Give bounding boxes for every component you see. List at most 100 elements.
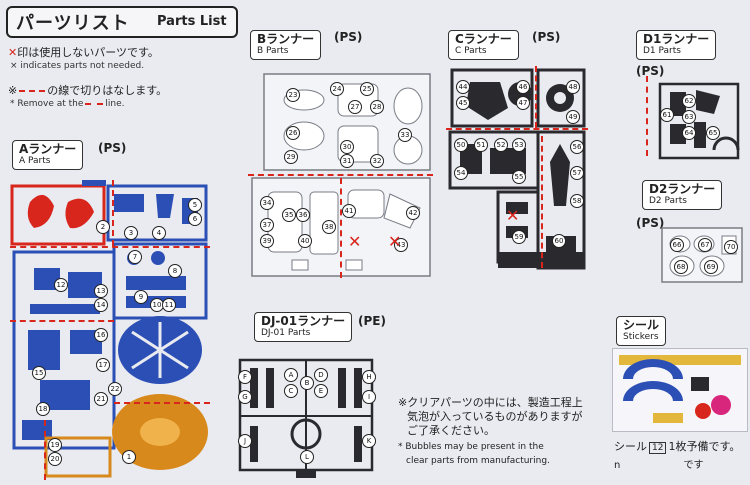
part-number: 46 (516, 80, 530, 94)
part-number: H (362, 370, 376, 384)
part-number: I (362, 390, 376, 404)
part-number: J (238, 434, 252, 448)
part-number: 68 (674, 260, 688, 274)
part-number: 27 (348, 100, 362, 114)
runner-d1-art (658, 82, 740, 160)
part-number: E (314, 384, 328, 398)
runner-c-label: Cランナー C Parts (448, 30, 519, 60)
part-number: 32 (370, 154, 384, 168)
page-title-jp: パーツリスト (16, 13, 130, 34)
part-number: D (314, 368, 328, 382)
runner-d2-art (661, 227, 743, 283)
part-number: L (300, 450, 314, 464)
part-number: 70 (724, 240, 738, 254)
cut-line (248, 174, 433, 176)
part-number: C (284, 384, 298, 398)
runner-d2-label: D2ランナー D2 Parts (642, 180, 723, 210)
part-number: 34 (260, 196, 274, 210)
part-number: 18 (36, 402, 50, 416)
part-number: 40 (298, 234, 312, 248)
part-number: 57 (570, 166, 584, 180)
runner-c-diagram: 44 45 46 47 48 49 50 51 52 53 54 55 56 5… (446, 66, 588, 276)
part-number: 62 (682, 94, 696, 108)
sticker-sheet (612, 348, 748, 432)
cut-line (114, 402, 210, 404)
part-number: 8 (168, 264, 182, 278)
cut-line (535, 66, 537, 128)
part-number: 19 (48, 438, 62, 452)
cut-line (541, 136, 543, 268)
runner-d1-material: (PS) (636, 64, 665, 78)
part-number: G (238, 390, 252, 404)
runner-b-label: Bランナー B Parts (250, 30, 322, 60)
cut-line (10, 320, 114, 322)
part-number: 26 (286, 126, 300, 140)
part-number: 52 (494, 138, 508, 152)
part-number: 9 (134, 290, 148, 304)
clear-parts-note: ※クリアパーツの中には、製造工程上 気泡が入っているものがありますが ご了承くだ… (398, 396, 583, 466)
part-number: 22 (108, 382, 122, 396)
part-number: 42 (406, 206, 420, 220)
part-number: 44 (456, 80, 470, 94)
part-number: 38 (322, 220, 336, 234)
sticker-note-en: n です (614, 460, 704, 471)
sticker-label: シール Stickers (616, 316, 667, 346)
runner-dj-diagram: A B C D E F G H I J K L (236, 356, 376, 480)
part-number: 25 (360, 82, 374, 96)
part-number: 66 (670, 238, 684, 252)
runner-d1-diagram: 61 62 63 64 65 (646, 76, 742, 166)
part-number: 23 (286, 88, 300, 102)
x-mark-icon: ✕ (8, 46, 18, 59)
runner-dj-material: (PE) (358, 314, 386, 328)
part-number: 49 (566, 110, 580, 124)
sticker-art (619, 355, 741, 423)
legend-x-line: ✕印は使用しないパーツです。 (8, 46, 159, 59)
runner-d2-material: (PS) (636, 216, 665, 230)
runner-d2-diagram: 66 67 68 69 70 (660, 226, 744, 286)
part-number: 51 (474, 138, 488, 152)
part-number: 58 (570, 194, 584, 208)
part-number: 12 (54, 278, 68, 292)
part-number: A (284, 368, 298, 382)
part-number: 24 (330, 82, 344, 96)
part-number: 37 (260, 218, 274, 232)
part-number: 48 (566, 80, 580, 94)
part-number: 7 (128, 250, 142, 264)
part-number: 39 (260, 234, 274, 248)
part-number: 16 (94, 328, 108, 342)
part-number: 13 (94, 284, 108, 298)
part-number: 69 (704, 260, 718, 274)
part-number: 15 (32, 366, 46, 380)
runner-b-diagram: 23 24 25 26 27 28 29 30 31 32 33 34 35 3… (248, 70, 433, 280)
part-number: 60 (552, 234, 566, 248)
runner-a-diagram: 2 3 4 5 6 7 8 9 10 11 12 13 14 15 16 17 … (10, 180, 210, 480)
runner-dj-label: DJ-01ランナー DJ-01 Parts (254, 312, 353, 342)
unused-x-icon: ✕ (388, 232, 402, 251)
runner-a-art (10, 180, 208, 478)
part-number: 17 (96, 358, 110, 372)
part-number: 5 (188, 198, 202, 212)
part-number: 45 (456, 96, 470, 110)
unused-x-icon: ✕ (506, 206, 520, 225)
runner-b-material: (PS) (334, 30, 363, 44)
part-number: 3 (124, 226, 138, 240)
title-box (6, 6, 238, 38)
part-number: 63 (682, 110, 696, 124)
runner-d1-label: D1ランナー D1 Parts (636, 30, 717, 60)
cut-line (646, 76, 648, 156)
part-number: 21 (94, 392, 108, 406)
part-number: 20 (48, 452, 62, 466)
part-number: 33 (398, 128, 412, 142)
part-number: 35 (282, 208, 296, 222)
cut-line (44, 420, 46, 480)
part-number: 28 (370, 100, 384, 114)
page-title-en: Parts List (157, 14, 227, 29)
runner-c-material: (PS) (532, 30, 561, 44)
cut-line-small-icon (85, 102, 104, 105)
part-number: 67 (698, 238, 712, 252)
unused-x-icon: ✕ (348, 232, 362, 251)
part-number: 54 (454, 166, 468, 180)
part-number: K (362, 434, 376, 448)
part-number: 14 (94, 298, 108, 312)
legend-cut-line: ※の線で切りはなします。 (8, 84, 168, 97)
